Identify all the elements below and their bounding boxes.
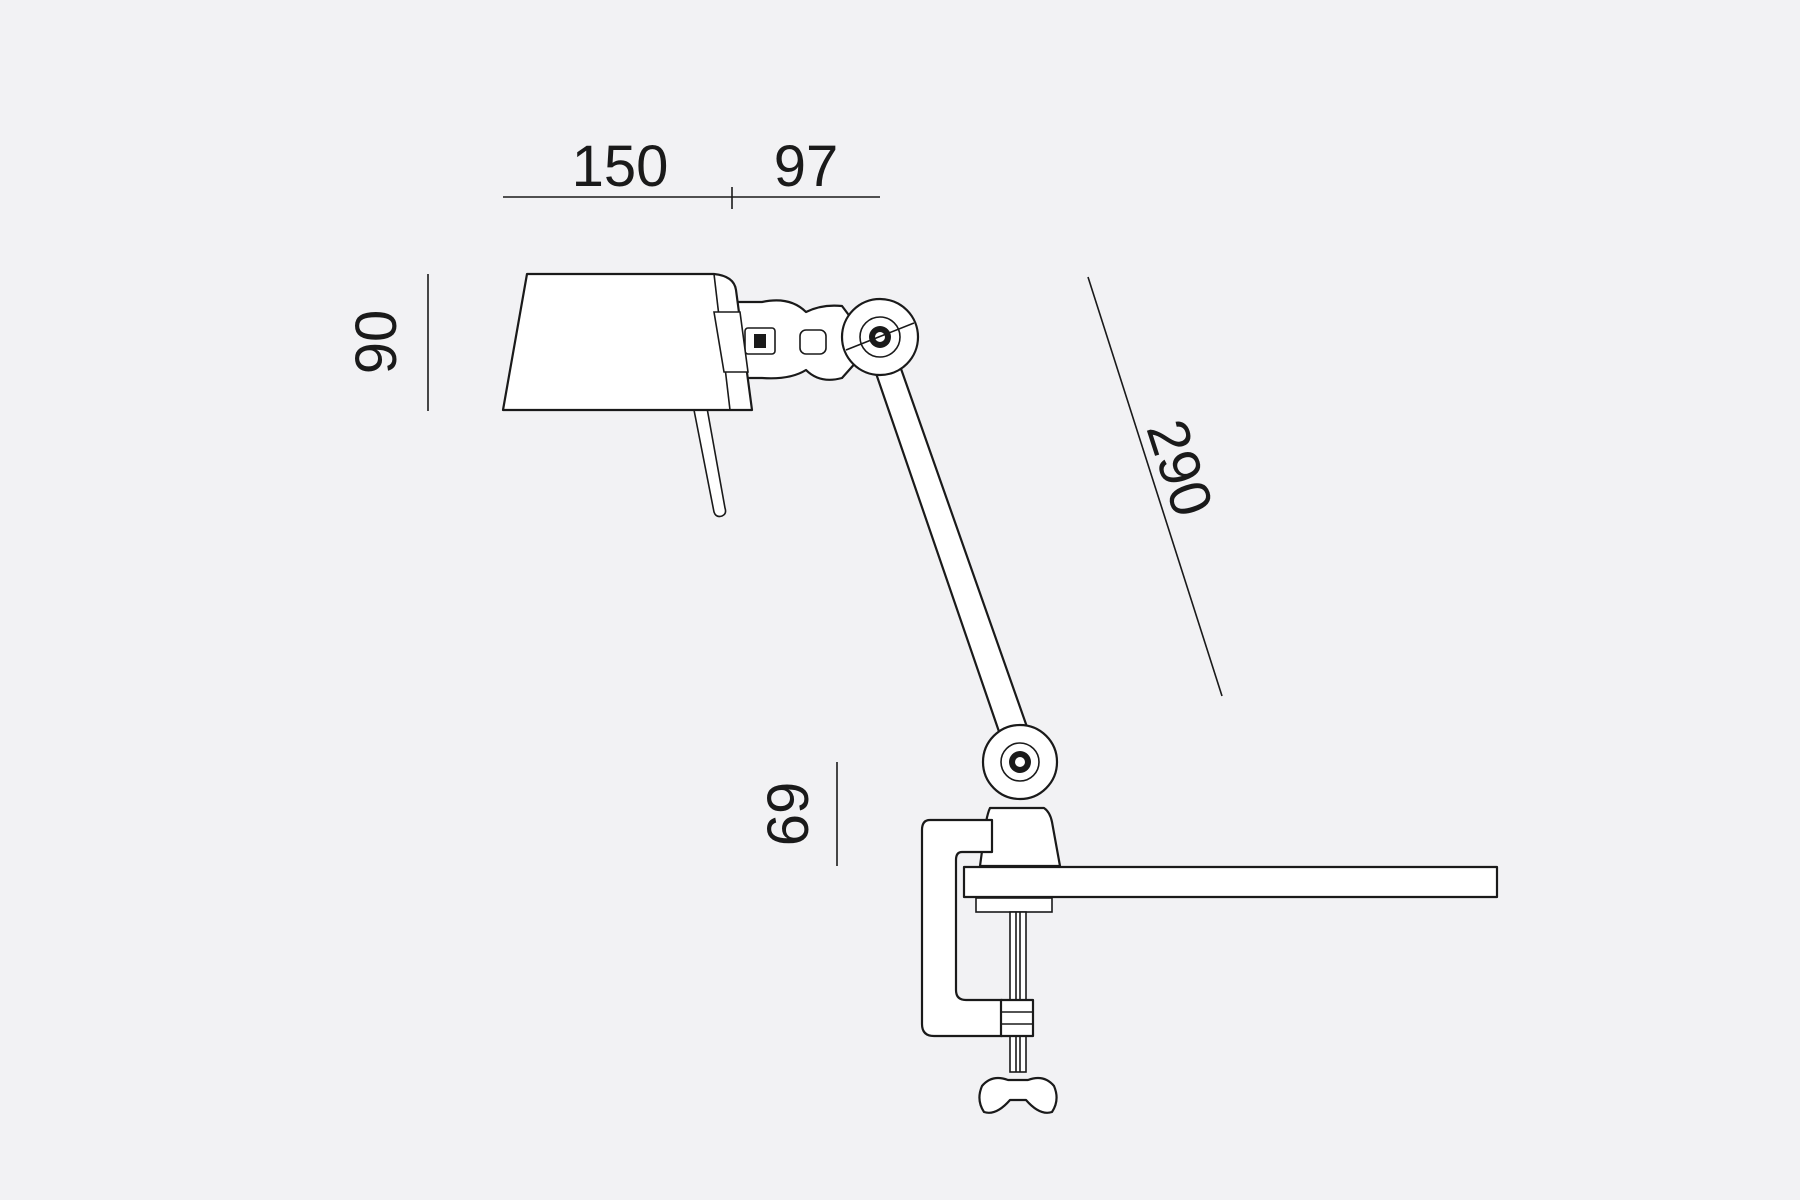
connector-nut-right [799,329,827,355]
lamp-arm [866,344,1035,754]
lamp [501,272,1499,1114]
tabletop [962,865,1499,899]
clamp-top-pad [975,897,1053,913]
dimension-label-shade-length: 150 [572,134,669,199]
shade-back-plate [713,311,749,373]
clamp-screw [1009,911,1027,1073]
clamp-screw-nut [999,998,1035,1038]
dimension-label-shade-height: 90 [344,310,409,375]
dimension-label-arm-length: 290 [1134,412,1226,524]
lower-joint [981,723,1059,801]
upper-joint [840,297,920,377]
wing-nut [978,1076,1058,1114]
dimension-width-line [503,187,880,209]
connector-nut-left-detail [754,334,766,348]
dimension-label-base-height: 69 [756,782,821,847]
shade-handle [693,407,727,518]
clamp-frame [920,818,1004,1038]
lamp-shade [501,272,754,412]
dimension-label-head-offset: 97 [774,134,839,199]
dimension-arm-line [1087,276,1223,697]
